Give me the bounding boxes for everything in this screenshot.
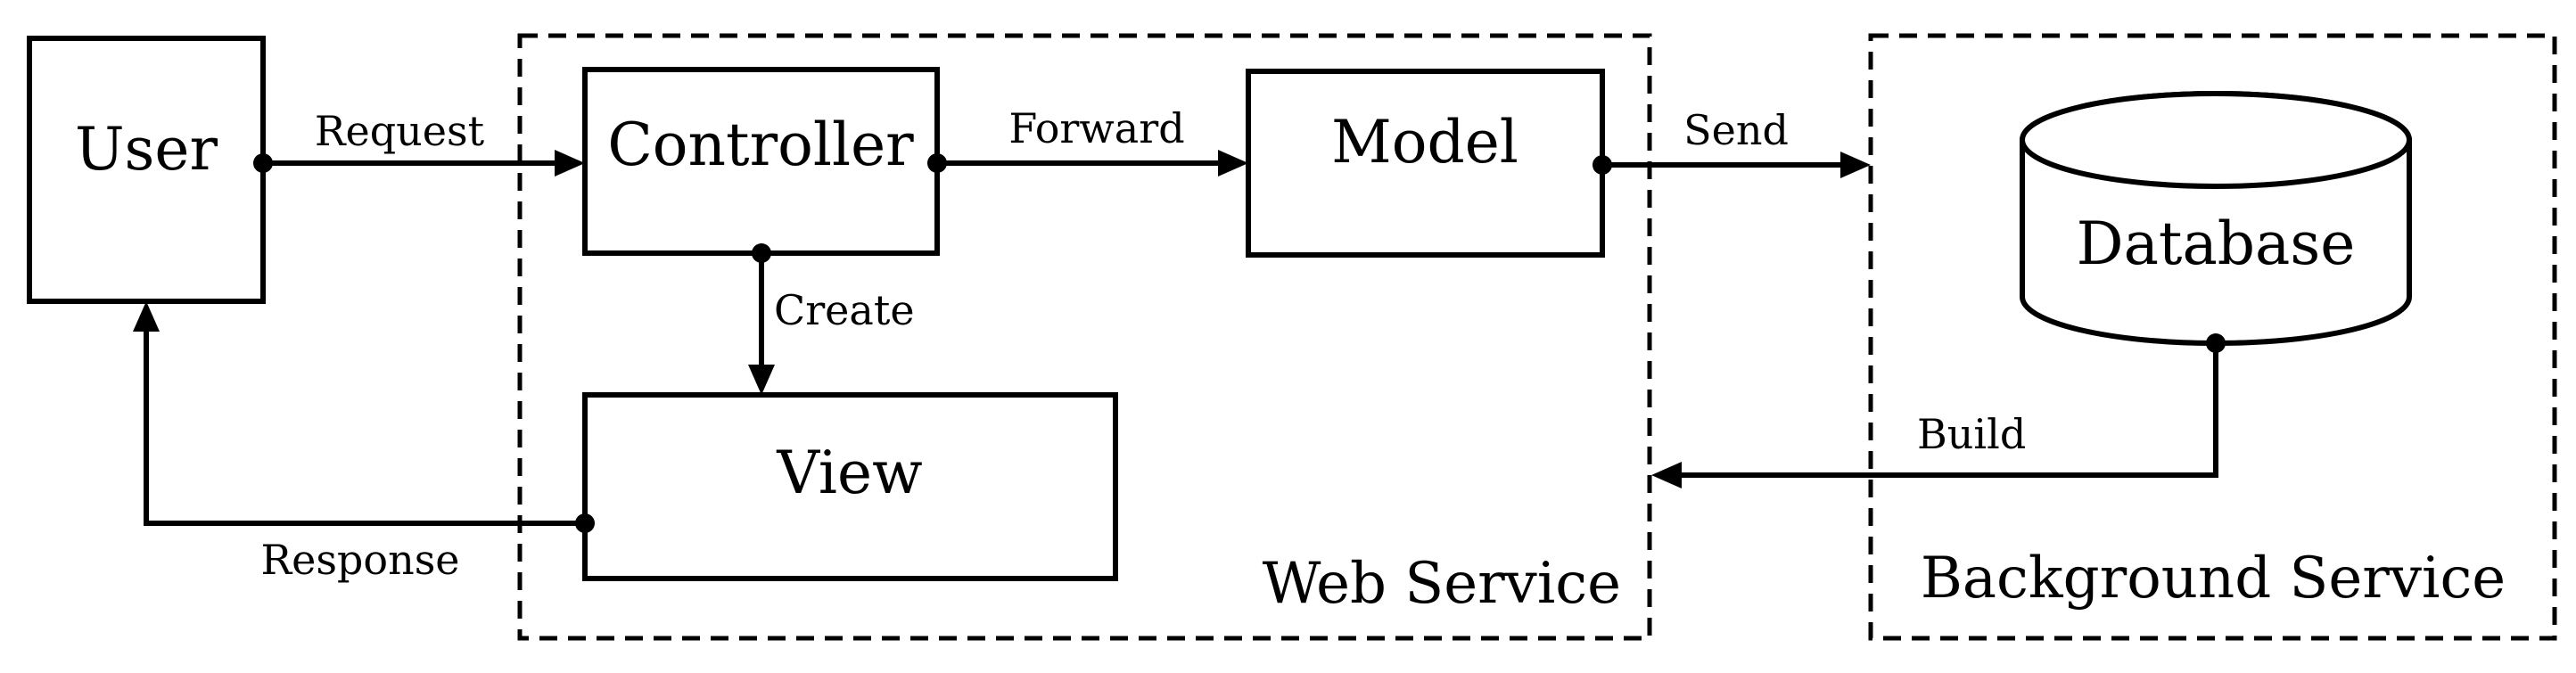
user-label: User (75, 115, 218, 184)
background-service-region (1868, 33, 2557, 641)
send-edge: Send (1593, 106, 1871, 178)
build-label: Build (1917, 410, 2026, 458)
controller-node: Controller (582, 67, 940, 256)
create-label: Create (774, 286, 915, 334)
controller-label: Controller (607, 111, 914, 179)
send-label: Send (1683, 106, 1789, 154)
view-label: View (776, 439, 922, 507)
request-edge: Request (253, 107, 585, 176)
web-service-label: Web Service (1263, 551, 1621, 617)
build-edge: Build (1651, 333, 2226, 488)
database-label: Database (2077, 209, 2356, 278)
create-edge: Create (748, 243, 915, 395)
database-node: Database (2020, 91, 2412, 346)
view-node: View (582, 392, 1118, 581)
request-label: Request (315, 107, 485, 155)
background-service-label: Background Service (1921, 546, 2506, 611)
forward-label: Forward (1008, 104, 1184, 152)
web-service-region (517, 33, 1652, 641)
user-node: User (27, 36, 266, 304)
forward-edge: Forward (927, 104, 1248, 176)
response-edge: Response (133, 301, 595, 584)
model-label: Model (1331, 108, 1518, 176)
response-label: Response (260, 536, 459, 584)
model-node: Model (1246, 69, 1605, 258)
